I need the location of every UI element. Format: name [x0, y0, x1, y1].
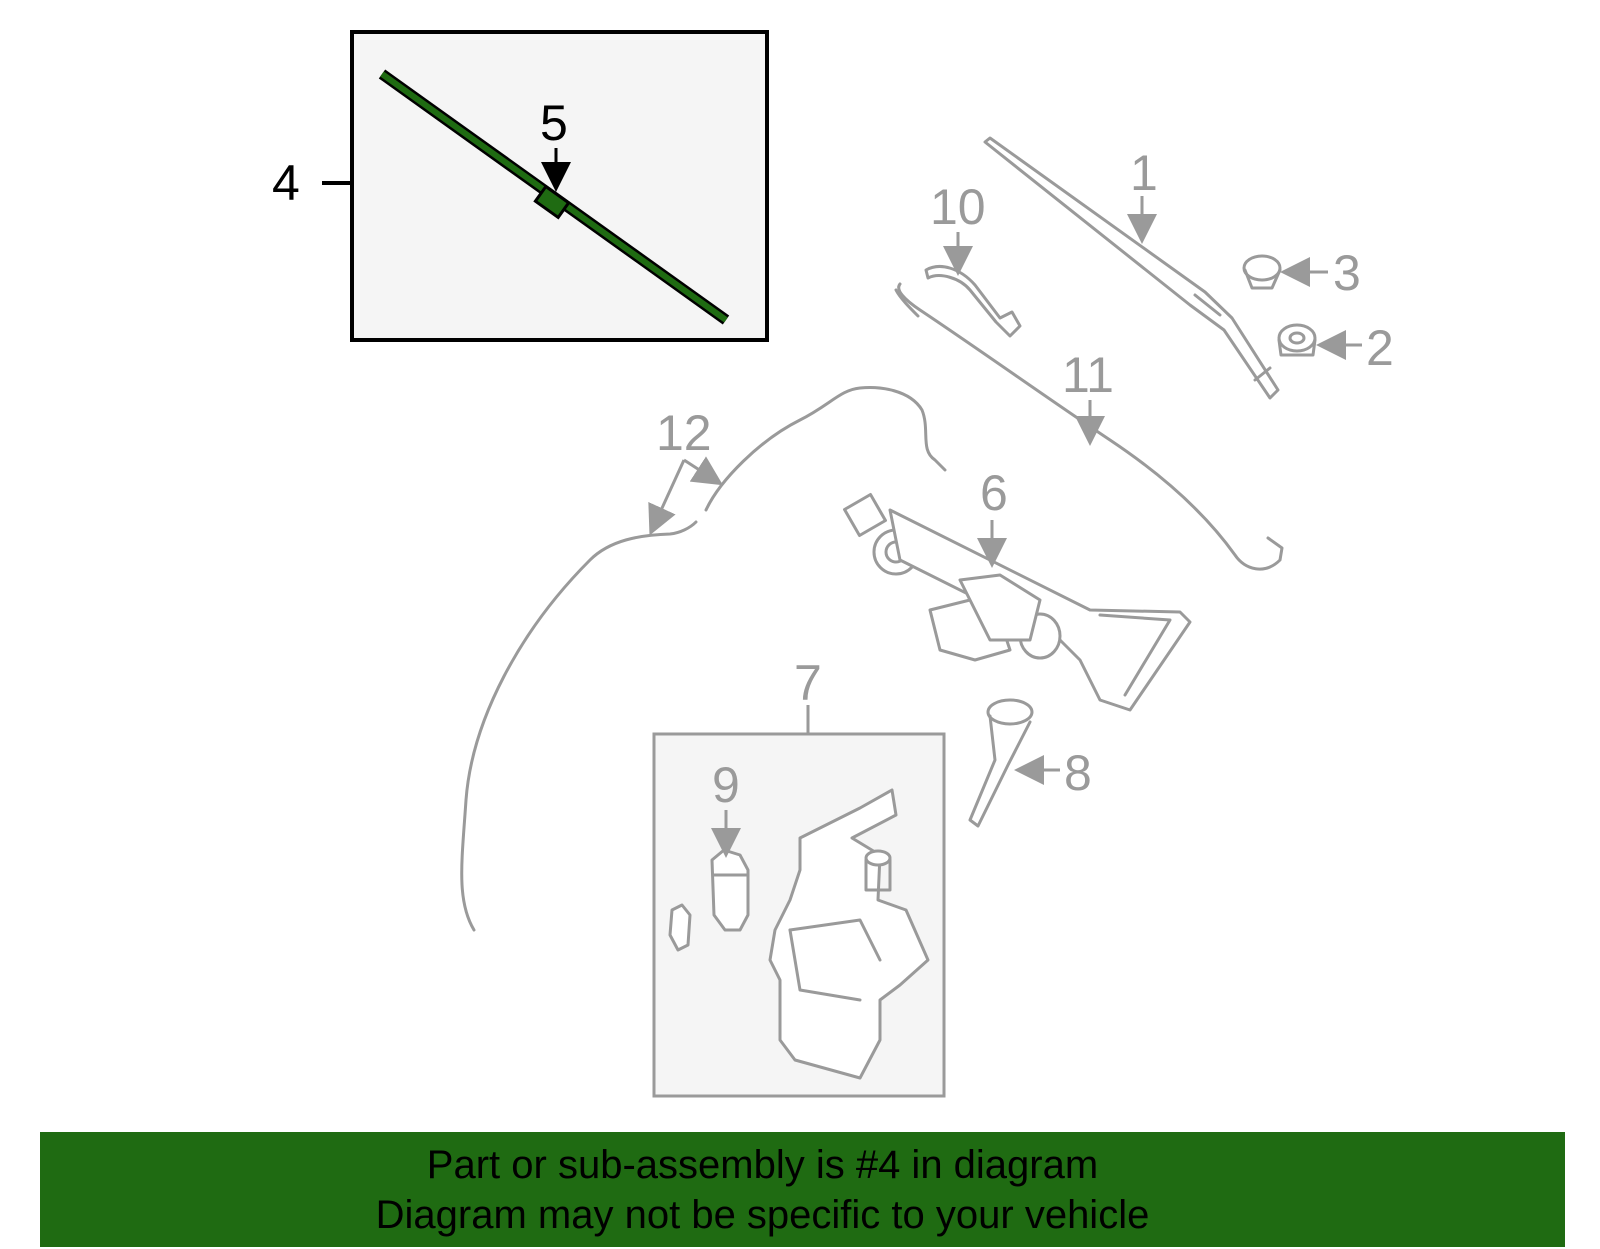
footer-line-1: Part or sub-assembly is #4 in diagram	[426, 1143, 1099, 1187]
callout-5: 5	[540, 95, 568, 151]
wiper-motor-linkage[interactable]	[843, 493, 1192, 712]
footer-banner-bg	[40, 1132, 1565, 1247]
callout-3: 3	[1333, 245, 1361, 301]
wiper-arm-cap[interactable]	[1242, 254, 1282, 290]
callout-9: 9	[712, 757, 740, 813]
callout-1: 1	[1130, 145, 1158, 201]
washer-pump[interactable]	[710, 848, 750, 932]
washer-filler-neck[interactable]	[968, 698, 1034, 828]
wiper-blade-box	[350, 30, 769, 342]
wiper-blade-group: 5 4	[272, 30, 769, 342]
washer-reservoir[interactable]	[768, 788, 930, 1080]
wiper-blade-insert[interactable]	[533, 184, 571, 220]
footer-line-2: Diagram may not be specific to your vehi…	[375, 1193, 1150, 1237]
callout-6: 6	[980, 465, 1008, 521]
callout-11: 11	[1062, 347, 1114, 403]
callout-8: 8	[1064, 745, 1092, 801]
washer-hose[interactable]	[894, 282, 1284, 571]
callout-4: 4	[272, 155, 300, 211]
callout-10: 10	[930, 179, 986, 235]
washer-reservoir-group: 7 9	[652, 655, 946, 1098]
pump-grommet[interactable]	[668, 903, 692, 952]
callout-7: 7	[794, 655, 822, 711]
leader-12a	[648, 459, 686, 536]
wiper-arm-nut[interactable]	[1277, 323, 1317, 357]
washer-hose-clip[interactable]	[924, 265, 1022, 338]
callout-2: 2	[1366, 320, 1394, 376]
callout-12: 12	[656, 405, 712, 461]
footer-banner: Part or sub-assembly is #4 in diagram Di…	[40, 1132, 1565, 1247]
wiper-arm[interactable]	[983, 136, 1280, 400]
leader-12b	[683, 456, 724, 486]
